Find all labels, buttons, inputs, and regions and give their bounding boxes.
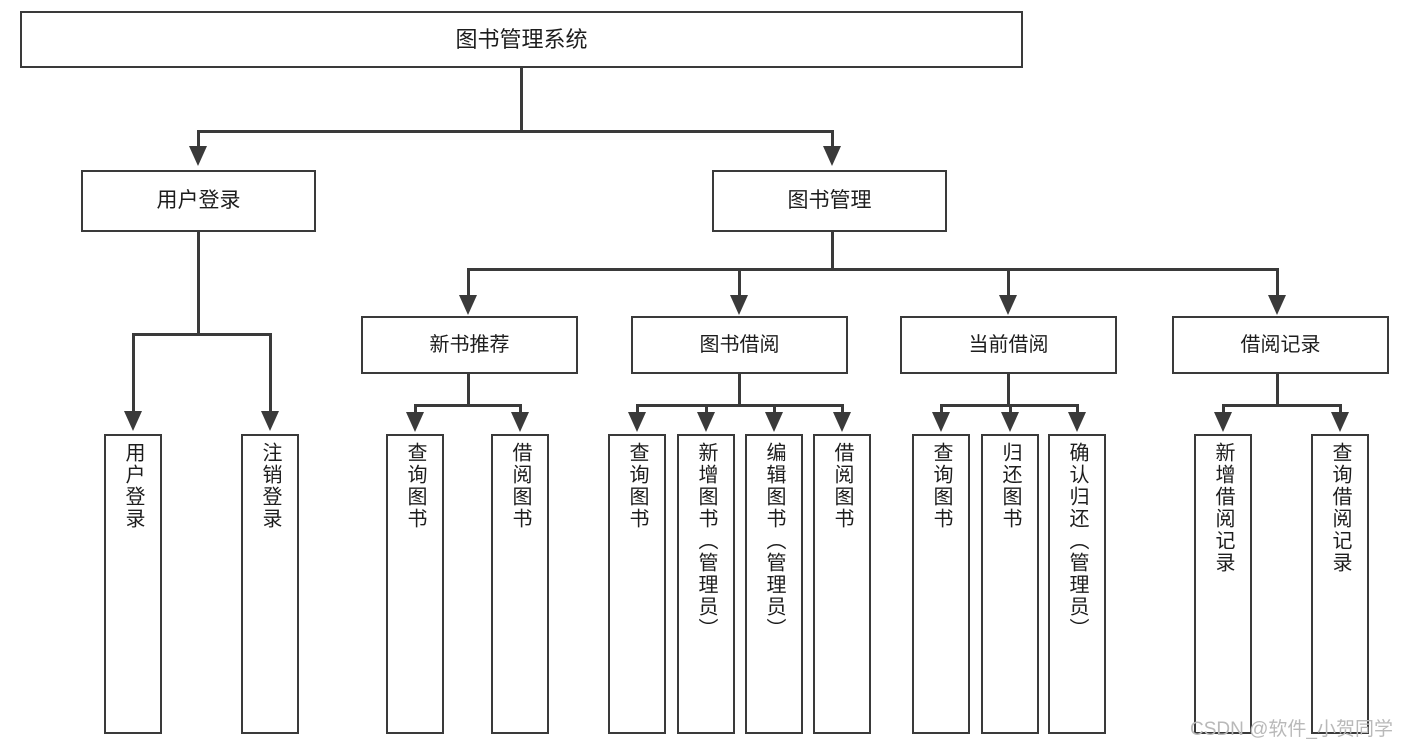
arrow-book-mgmt bbox=[823, 146, 841, 166]
arrow-borrow-record bbox=[1268, 295, 1286, 315]
arrow-cb-leaf-1 bbox=[932, 412, 950, 432]
node-user-login[interactable]: 用户登录 bbox=[81, 170, 316, 232]
node-book-borrow[interactable]: 图书借阅 bbox=[631, 316, 848, 374]
connector-bb-leaf-4 bbox=[841, 404, 844, 414]
connector-root-to-user-login bbox=[197, 130, 200, 146]
node-book-management[interactable]: 图书管理 bbox=[712, 170, 947, 232]
arrow-book-borrow bbox=[730, 295, 748, 315]
connector-book-borrow-bus bbox=[636, 404, 843, 407]
arrow-user-login bbox=[189, 146, 207, 166]
node-label: 查询图书 bbox=[626, 442, 648, 530]
node-label: 新书推荐 bbox=[429, 333, 510, 356]
connector-user-login-leaf-1 bbox=[132, 333, 135, 413]
node-label: 借阅图书 bbox=[509, 442, 531, 530]
connector-bb-leaf-3 bbox=[773, 404, 776, 414]
node-label: 注销登录 bbox=[259, 442, 281, 530]
leaf-bb-add-book-admin[interactable]: 新增图书（管理员） bbox=[677, 434, 735, 734]
node-borrow-record[interactable]: 借阅记录 bbox=[1172, 316, 1389, 374]
arrow-cb-leaf-2 bbox=[1001, 412, 1019, 432]
node-new-book-recommend[interactable]: 新书推荐 bbox=[361, 316, 578, 374]
connector-user-login-stem bbox=[197, 232, 200, 335]
node-label: 确认归还（管理员） bbox=[1066, 442, 1088, 640]
connector-borrow-record-stem bbox=[1276, 374, 1279, 406]
leaf-br-query-record[interactable]: 查询借阅记录 bbox=[1311, 434, 1369, 734]
connector-borrow-record-bus bbox=[1222, 404, 1342, 407]
node-label: 归还图书 bbox=[999, 442, 1021, 530]
arrow-bb-leaf-2 bbox=[697, 412, 715, 432]
leaf-br-add-record[interactable]: 新增借阅记录 bbox=[1194, 434, 1252, 734]
arrow-nb-leaf-2 bbox=[511, 412, 529, 432]
leaf-logout[interactable]: 注销登录 bbox=[241, 434, 299, 734]
connector-to-borrow-record bbox=[1276, 268, 1279, 296]
connector-to-new-book bbox=[467, 268, 470, 296]
node-label: 查询图书 bbox=[404, 442, 426, 530]
connector-br-leaf-2 bbox=[1339, 404, 1342, 414]
arrow-current-borrow bbox=[999, 295, 1017, 315]
connector-user-login-leaf-2 bbox=[269, 333, 272, 413]
arrow-cb-leaf-3 bbox=[1068, 412, 1086, 432]
connector-book-mgmt-bus bbox=[467, 268, 1279, 271]
connector-book-borrow-stem bbox=[738, 374, 741, 406]
arrow-leaf-logout bbox=[261, 411, 279, 431]
connector-book-mgmt-stem bbox=[831, 232, 834, 270]
arrow-bb-leaf-1 bbox=[628, 412, 646, 432]
leaf-user-login[interactable]: 用户登录 bbox=[104, 434, 162, 734]
arrow-new-book bbox=[459, 295, 477, 315]
arrow-bb-leaf-3 bbox=[765, 412, 783, 432]
leaf-nb-borrow-book[interactable]: 借阅图书 bbox=[491, 434, 549, 734]
leaf-cb-confirm-return-admin[interactable]: 确认归还（管理员） bbox=[1048, 434, 1106, 734]
connector-bb-leaf-1 bbox=[636, 404, 639, 414]
node-label: 借阅记录 bbox=[1240, 333, 1321, 356]
connector-cb-leaf-2 bbox=[1009, 404, 1012, 414]
connector-root-bus bbox=[197, 130, 834, 133]
connector-to-book-borrow bbox=[738, 268, 741, 296]
connector-user-login-bus bbox=[132, 333, 272, 336]
connector-cb-leaf-1 bbox=[940, 404, 943, 414]
arrow-nb-leaf-1 bbox=[406, 412, 424, 432]
node-label: 新增图书（管理员） bbox=[695, 442, 717, 640]
connector-new-book-bus bbox=[414, 404, 522, 407]
node-root-library-system[interactable]: 图书管理系统 bbox=[20, 11, 1023, 68]
leaf-bb-query-book[interactable]: 查询图书 bbox=[608, 434, 666, 734]
connector-new-book-leaf-2 bbox=[519, 404, 522, 414]
connector-new-book-leaf-1 bbox=[414, 404, 417, 414]
arrow-br-leaf-1 bbox=[1214, 412, 1232, 432]
node-label: 图书管理 bbox=[787, 188, 872, 212]
leaf-cb-query-book[interactable]: 查询图书 bbox=[912, 434, 970, 734]
arrow-br-leaf-2 bbox=[1331, 412, 1349, 432]
node-label: 查询图书 bbox=[930, 442, 952, 530]
leaf-bb-edit-book-admin[interactable]: 编辑图书（管理员） bbox=[745, 434, 803, 734]
arrow-bb-leaf-4 bbox=[833, 412, 851, 432]
connector-new-book-stem bbox=[467, 374, 470, 406]
leaf-bb-borrow-book[interactable]: 借阅图书 bbox=[813, 434, 871, 734]
node-label: 新增借阅记录 bbox=[1212, 442, 1234, 574]
connector-br-leaf-1 bbox=[1222, 404, 1225, 414]
arrow-leaf-user-login bbox=[124, 411, 142, 431]
node-label: 当前借阅 bbox=[968, 333, 1049, 356]
node-label: 借阅图书 bbox=[831, 442, 853, 530]
node-label: 用户登录 bbox=[156, 188, 241, 212]
leaf-cb-return-book[interactable]: 归还图书 bbox=[981, 434, 1039, 734]
node-label: 编辑图书（管理员） bbox=[763, 442, 785, 640]
connector-root-to-book-mgmt bbox=[831, 130, 834, 146]
connector-root-stem bbox=[520, 68, 523, 132]
connector-current-borrow-stem bbox=[1007, 374, 1010, 406]
connector-bb-leaf-2 bbox=[705, 404, 708, 414]
csdn-watermark: CSDN @软件_小贺同学 bbox=[1190, 719, 1393, 740]
connector-cb-leaf-3 bbox=[1076, 404, 1079, 414]
node-current-borrow[interactable]: 当前借阅 bbox=[900, 316, 1117, 374]
node-label: 图书借阅 bbox=[699, 333, 780, 356]
node-label: 图书管理系统 bbox=[455, 26, 588, 52]
leaf-nb-query-book[interactable]: 查询图书 bbox=[386, 434, 444, 734]
node-label: 查询借阅记录 bbox=[1329, 442, 1351, 574]
node-label: 用户登录 bbox=[122, 442, 144, 530]
connector-to-current-borrow bbox=[1007, 268, 1010, 296]
